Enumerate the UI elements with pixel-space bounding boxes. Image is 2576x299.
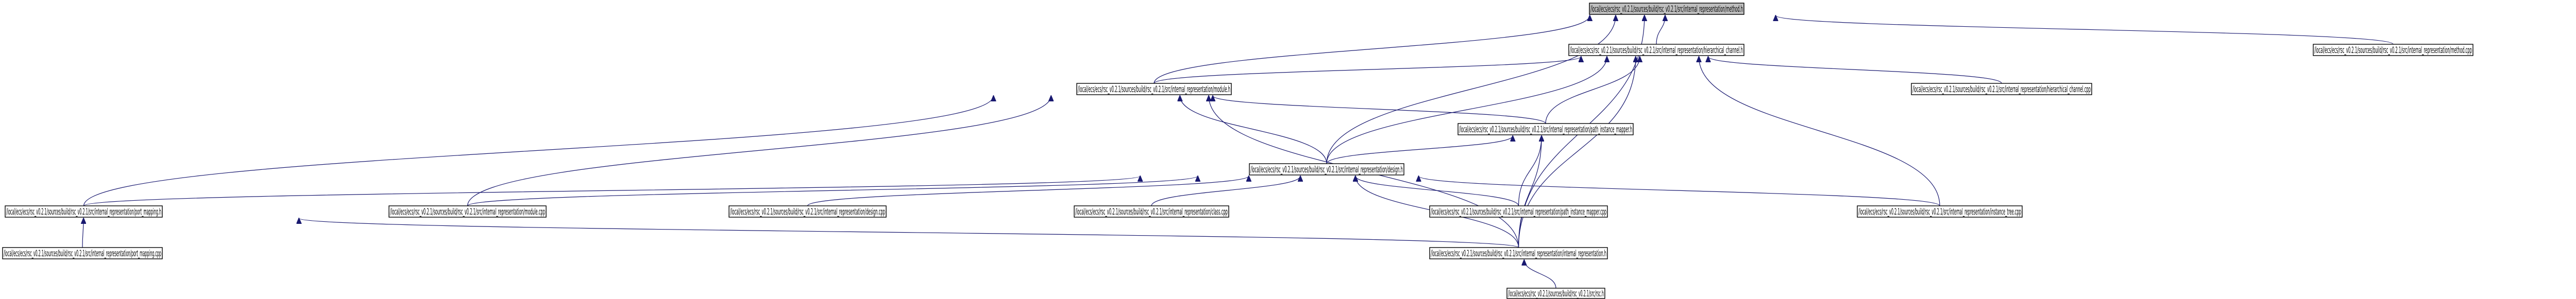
edge-port-mapping-cpp-to-port-mapping-h (82, 218, 83, 248)
edge-path-instance-mapper-h-to-hierarchical-channel-h (1545, 57, 1640, 124)
node-box (1458, 123, 1634, 135)
edge-path-instance-mapper-h-to-module-h (1213, 96, 1546, 124)
edge-instance-tree-cpp-to-design-h (1419, 176, 1940, 206)
node-box (1568, 44, 1744, 56)
node-box (1429, 247, 1608, 259)
node-hierarchical-channel-cpp[interactable]: /local/ecs/ecs/rsc_v0.2.1/sources/build/… (1911, 83, 2092, 95)
node-hierarchical-channel-h[interactable]: /local/ecs/ecs/rsc_v0.2.1/sources/build/… (1568, 44, 1744, 56)
node-label: /local/ecs/ecs/rsc_v0.2.1/sources/build/… (1431, 207, 1606, 217)
edge-design-h-to-method-h (1326, 15, 1616, 164)
edge-method-cpp-to-method-h (1776, 15, 2394, 45)
node-label: /local/ecs/ecs/rsc_v0.2.1/sources/build/… (1431, 249, 1606, 259)
node-label: /local/ecs/ecs/rsc_v0.2.1/sources/build/… (1858, 207, 2021, 217)
node-module-h[interactable]: /local/ecs/ecs/rsc_v0.2.1/sources/build/… (1076, 83, 1232, 95)
node-box (1076, 83, 1232, 95)
node-design-cpp[interactable]: /local/ecs/ecs/rsc_v0.2.1/sources/build/… (728, 205, 887, 218)
node-box (5, 205, 163, 218)
node-label: /local/ecs/ecs/rsc_v0.2.1/sources/build/… (1508, 289, 1604, 299)
node-box (1911, 83, 2092, 95)
node-label: /local/ecs/ecs/rsc_v0.2.1/sources/build/… (1250, 165, 1403, 175)
edge-module-cpp-to-design-h (467, 176, 1198, 206)
node-port-mapping-cpp[interactable]: /local/ecs/ecs/rsc_v0.2.1/sources/build/… (2, 247, 163, 259)
node-box (1857, 205, 2023, 218)
node-label: /local/ecs/ecs/rsc_v0.2.1/sources/build/… (390, 207, 545, 217)
edge-design-h-to-module-h (1180, 96, 1327, 164)
edge-design-h-to-hierarchical-channel-h (1326, 57, 1607, 164)
node-label: /local/ecs/ecs/rsc_v0.2.1/sources/build/… (1459, 125, 1632, 135)
node-box (1506, 288, 1605, 299)
node-rsc-h[interactable]: /local/ecs/ecs/rsc_v0.2.1/sources/build/… (1506, 288, 1605, 299)
edge-rsc-h-to-internal-representation-h (1524, 260, 1556, 289)
node-label: /local/ecs/ecs/rsc_v0.2.1/sources/build/… (1570, 45, 1743, 56)
node-label: /local/ecs/ecs/rsc_v0.2.1/sources/build/… (1078, 84, 1230, 95)
node-label: /local/ecs/ecs/rsc_v0.2.1/sources/build/… (1075, 207, 1228, 217)
node-path-instance-mapper-cpp[interactable]: /local/ecs/ecs/rsc_v0.2.1/sources/build/… (1429, 205, 1608, 218)
node-design-h[interactable]: /local/ecs/ecs/rsc_v0.2.1/sources/build/… (1249, 163, 1404, 175)
edge-class-cpp-to-design-h (1151, 176, 1300, 206)
edge-port-mapping-h-to-design-h (83, 176, 1141, 206)
node-box (728, 205, 887, 218)
edge-module-h-to-hierarchical-channel-h (1154, 57, 1581, 84)
edge-internal-representation-h-to-path-instance-mapper-h (1518, 136, 1542, 248)
node-label: /local/ecs/ecs/rsc_v0.2.1/sources/build/… (2314, 45, 2472, 56)
node-internal-representation-h[interactable]: /local/ecs/ecs/rsc_v0.2.1/sources/build/… (1429, 247, 1608, 259)
edge-module-cpp-to-module-h (467, 96, 1052, 206)
edge-hierarchical-channel-h-to-method-h (1656, 15, 1665, 45)
file-nodes: /local/ecs/ecs/rsc_v0.2.1/sources/build/… (2, 3, 2473, 299)
node-box (388, 205, 547, 218)
node-label: /local/ecs/ecs/rsc_v0.2.1/sources/build/… (1912, 84, 2091, 95)
edge-path-instance-mapper-cpp-to-design-h (1355, 176, 1519, 206)
edge-port-mapping-h-to-module-h (83, 96, 994, 206)
node-label: /local/ecs/ecs/rsc_v0.2.1/sources/build/… (4, 249, 161, 259)
node-path-instance-mapper-h[interactable]: /local/ecs/ecs/rsc_v0.2.1/sources/build/… (1458, 123, 1634, 135)
node-class-cpp[interactable]: /local/ecs/ecs/rsc_v0.2.1/sources/build/… (1074, 205, 1229, 218)
node-box (1589, 3, 1744, 15)
node-box (1074, 205, 1229, 218)
edge-path-instance-mapper-cpp-to-path-instance-mapper-h (1518, 136, 1542, 206)
node-label: /local/ecs/ecs/rsc_v0.2.1/sources/build/… (6, 207, 161, 217)
edge-instance-tree-cpp-to-hierarchical-channel-h (1699, 57, 1940, 206)
edge-module-h-to-method-h (1154, 15, 1590, 84)
dependency-edges (82, 15, 2394, 289)
node-label: /local/ecs/ecs/rsc_v0.2.1/sources/build/… (1590, 4, 1743, 14)
node-box (1429, 205, 1608, 218)
node-label: /local/ecs/ecs/rsc_v0.2.1/sources/build/… (730, 207, 885, 217)
edge-design-h-to-path-instance-mapper-h (1326, 136, 1513, 164)
node-module-cpp[interactable]: /local/ecs/ecs/rsc_v0.2.1/sources/build/… (388, 205, 547, 218)
node-method-h[interactable]: /local/ecs/ecs/rsc_v0.2.1/sources/build/… (1589, 3, 1744, 15)
edge-hierarchical-channel-cpp-to-hierarchical-channel-h (1708, 57, 2002, 84)
node-instance-tree-cpp[interactable]: /local/ecs/ecs/rsc_v0.2.1/sources/build/… (1857, 205, 2023, 218)
node-box (2313, 44, 2473, 56)
node-port-mapping-h[interactable]: /local/ecs/ecs/rsc_v0.2.1/sources/build/… (5, 205, 163, 218)
edge-internal-representation-h-to-hierarchical-channel-h (1518, 57, 1636, 248)
edge-internal-representation-h-to-port-mapping-h (299, 218, 1519, 248)
edge-design-cpp-to-design-h (807, 176, 1249, 206)
node-box (2, 247, 163, 259)
node-box (1249, 163, 1404, 175)
node-method-cpp[interactable]: /local/ecs/ecs/rsc_v0.2.1/sources/build/… (2313, 44, 2473, 56)
